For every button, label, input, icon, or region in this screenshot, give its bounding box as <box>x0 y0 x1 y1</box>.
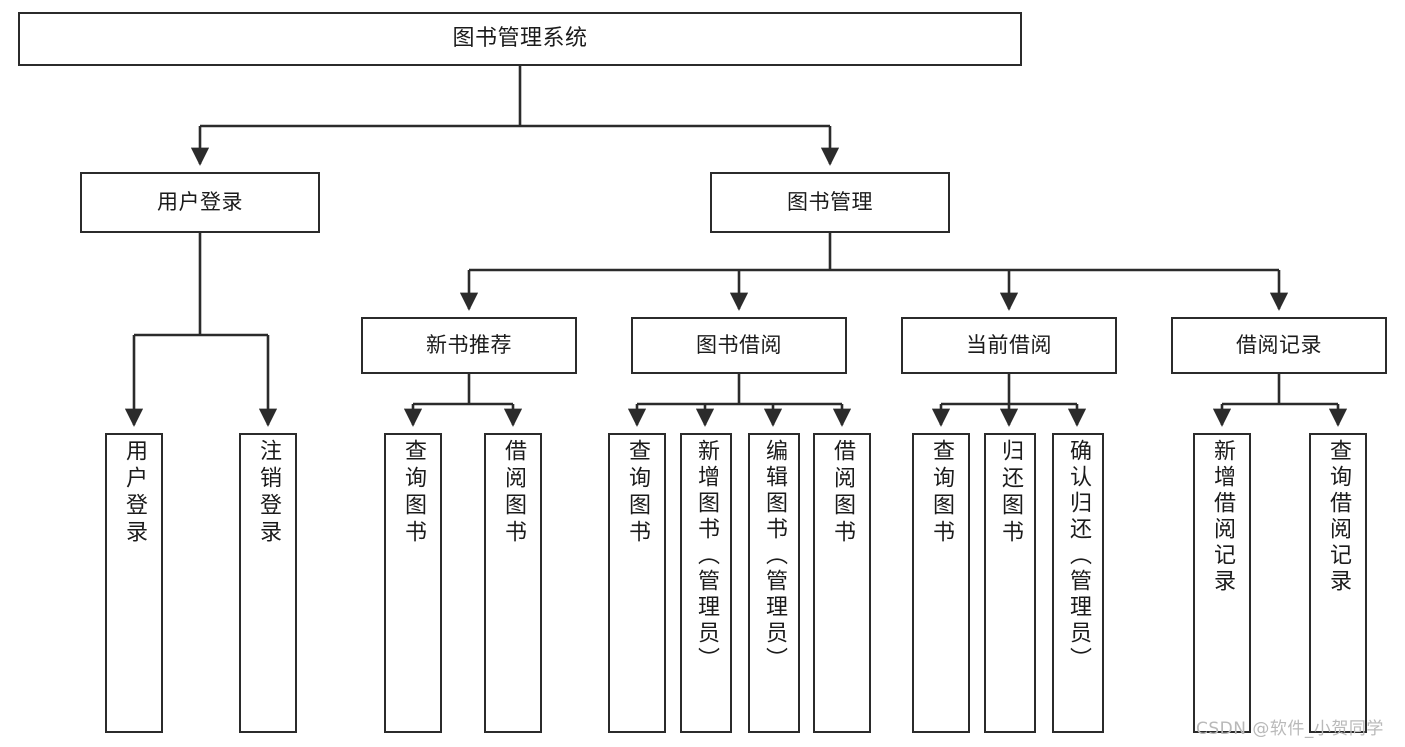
node-book-management[interactable]: 图书管理 <box>710 172 950 233</box>
node-label: 归还图书 <box>998 439 1023 547</box>
leaf-confirm-return-admin[interactable]: 确认归还（管理员） <box>1052 433 1104 733</box>
leaf-query-borrow-record[interactable]: 查询借阅记录 <box>1309 433 1367 733</box>
node-label: 图书借阅 <box>696 333 782 358</box>
node-label: 注销登录 <box>256 439 281 547</box>
leaf-logout[interactable]: 注销登录 <box>239 433 297 733</box>
node-user-login[interactable]: 用户登录 <box>80 172 320 233</box>
node-label: 查询图书 <box>625 439 650 547</box>
leaf-query-book-recommend[interactable]: 查询图书 <box>384 433 442 733</box>
node-label: 查询图书 <box>401 439 426 547</box>
node-label: 借阅图书 <box>501 439 526 547</box>
node-label: 新增借阅记录 <box>1210 439 1235 595</box>
node-new-book-recommend[interactable]: 新书推荐 <box>361 317 577 374</box>
node-label: 当前借阅 <box>966 333 1052 358</box>
leaf-add-book-admin[interactable]: 新增图书（管理员） <box>680 433 732 733</box>
node-label: 用户登录 <box>122 439 147 547</box>
node-label: 新增图书（管理员） <box>694 439 719 673</box>
leaf-add-borrow-record[interactable]: 新增借阅记录 <box>1193 433 1251 733</box>
node-borrow-record[interactable]: 借阅记录 <box>1171 317 1387 374</box>
leaf-query-book-current[interactable]: 查询图书 <box>912 433 970 733</box>
csdn-watermark: CSDN @软件_小贺同学 <box>1196 719 1384 739</box>
node-label: 用户登录 <box>157 190 243 215</box>
leaf-query-book-borrow[interactable]: 查询图书 <box>608 433 666 733</box>
node-label: 查询借阅记录 <box>1326 439 1351 595</box>
node-label: 查询图书 <box>929 439 954 547</box>
node-label: 借阅图书 <box>830 439 855 547</box>
node-label: 借阅记录 <box>1236 333 1322 358</box>
node-label: 图书管理 <box>787 190 873 215</box>
leaf-edit-book-admin[interactable]: 编辑图书（管理员） <box>748 433 800 733</box>
leaf-return-book[interactable]: 归还图书 <box>984 433 1036 733</box>
node-label: 确认归还（管理员） <box>1066 439 1091 673</box>
node-book-borrow[interactable]: 图书借阅 <box>631 317 847 374</box>
node-current-borrow[interactable]: 当前借阅 <box>901 317 1117 374</box>
leaf-borrow-book-recommend[interactable]: 借阅图书 <box>484 433 542 733</box>
node-label: 新书推荐 <box>426 333 512 358</box>
node-label: 图书管理系统 <box>452 26 588 52</box>
leaf-user-login[interactable]: 用户登录 <box>105 433 163 733</box>
node-label: 编辑图书（管理员） <box>762 439 787 673</box>
node-root-book-management-system[interactable]: 图书管理系统 <box>18 12 1022 66</box>
leaf-borrow-book[interactable]: 借阅图书 <box>813 433 871 733</box>
